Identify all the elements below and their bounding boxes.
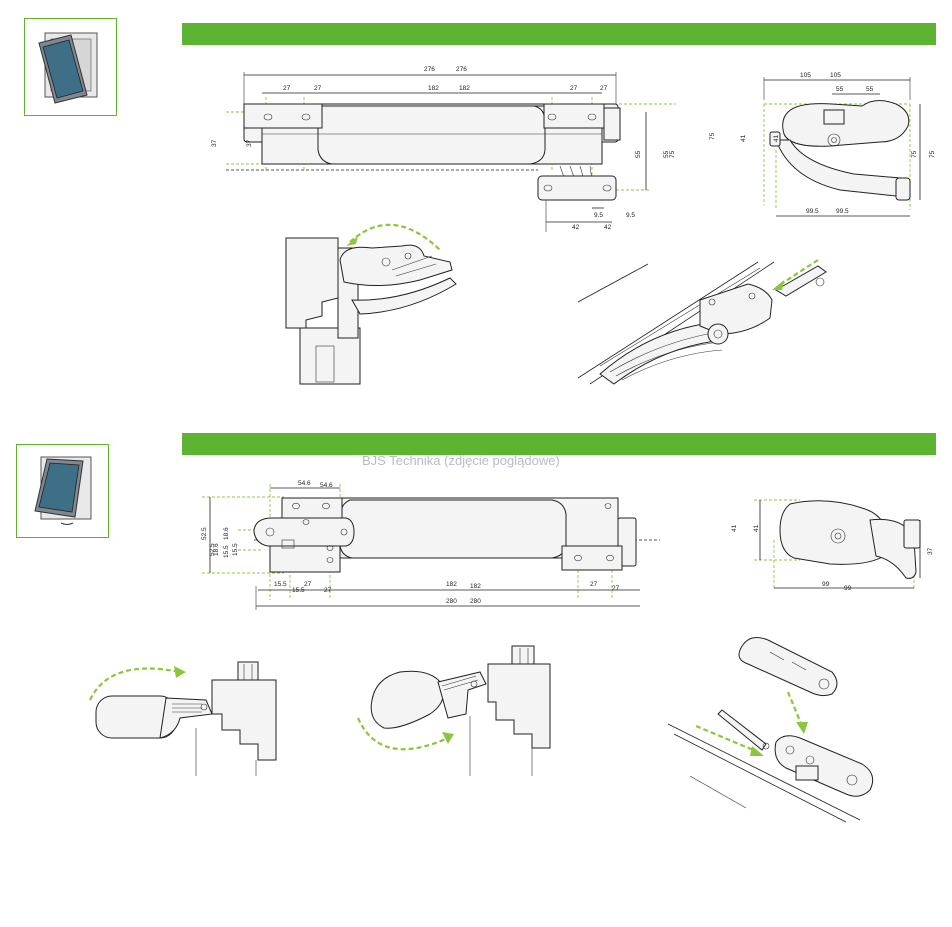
dim-b-l-b: 27 — [324, 587, 332, 594]
dim-b-s2-b: 15.5 — [223, 545, 230, 558]
section-header-bar-top — [182, 23, 936, 45]
dim-top-left-a: 27 — [283, 85, 291, 92]
dim-top-mid-a: 182 — [428, 85, 439, 92]
top-front-view: 276 276 27 27 182 182 27 27 — [211, 66, 716, 232]
dim-b-l-a: 27 — [304, 581, 312, 588]
dim-top-left-b: 27 — [314, 85, 322, 92]
dim-top-h-a: 37 — [211, 139, 218, 147]
dim-side-top-b: 105 — [830, 72, 841, 79]
dim-side-v-a: 75 — [911, 150, 918, 158]
dim-top-mid-b: 182 — [459, 85, 470, 92]
window-thumbnail-bottom — [16, 444, 109, 538]
dim-side-in-a: 55 — [836, 86, 844, 93]
dim-bs-h-a: 41 — [731, 524, 738, 532]
dim-b-overall-b: 280 — [470, 598, 481, 605]
dim-top-w-a: 42 — [572, 224, 580, 231]
dim-bs-v: 37 — [927, 547, 934, 555]
dim-b-overall-a: 280 — [446, 598, 457, 605]
section-header-bar-bottom — [182, 433, 936, 455]
top-rotation-illustration — [285, 223, 457, 385]
dim-b-s2-a: 15.5 — [232, 543, 239, 556]
bottom-front-view: 54.6 54.6 52.5 18.6 18.6 15.5 — [201, 480, 660, 610]
dim-top-right-b: 27 — [600, 85, 608, 92]
tilt-window-open-icon — [38, 32, 98, 104]
dim-top-overall-b: 276 — [456, 66, 467, 73]
dim-top-off-b: 9.5 — [626, 212, 635, 219]
dim-b-mid-a: 182 — [446, 581, 457, 588]
dim-side-w-a: 99.5 — [806, 208, 819, 215]
dim-top-right-a: 27 — [570, 85, 578, 92]
dim-top-overall-a: 276 — [424, 66, 435, 73]
dim-side-top-a: 105 — [800, 72, 811, 79]
dim-top-v-a: 55 — [635, 150, 642, 158]
bottom-perspective-illustration — [667, 637, 874, 823]
dim-b-r-b: 27 — [612, 585, 620, 592]
bottom-side-view: 41 41 37 99 99 — [731, 499, 934, 592]
dim-b-s1-a: 18.6 — [223, 527, 230, 540]
dim-b-s1-b: 18.6 — [213, 543, 220, 556]
dim-side-h-b: 41 — [773, 134, 780, 142]
dim-b-bot-s2-a: 15.5 — [274, 581, 287, 588]
dim-side-v-b: 75 — [929, 150, 936, 158]
dim-b-h-b: 52.5 — [209, 543, 216, 556]
dim-bs-w-b: 99 — [844, 585, 852, 592]
dim-b-top-a: 54.6 — [298, 480, 311, 487]
dim-top-v2-b: 75 — [709, 132, 716, 140]
dim-top-w-b: 42 — [604, 224, 612, 231]
top-perspective-illustration — [577, 259, 827, 385]
bottom-open-illustration-left — [89, 661, 277, 776]
dim-b-top-b: 54.6 — [320, 482, 333, 489]
dim-bs-h-b: 41 — [753, 524, 760, 532]
dim-side-w-b: 99.5 — [836, 208, 849, 215]
dim-side-in-b: 55 — [866, 86, 874, 93]
dim-top-off-a: 9.5 — [594, 212, 603, 219]
top-hung-window-open-icon — [34, 456, 92, 525]
dim-b-bot-s2-b: 15.5 — [292, 587, 305, 594]
dim-bs-w-a: 99 — [822, 581, 830, 588]
dim-side-h-a: 41 — [740, 134, 747, 142]
bottom-open-illustration-middle — [356, 645, 551, 776]
dim-b-r-a: 27 — [590, 581, 598, 588]
dim-top-v-b: 55 — [663, 150, 670, 158]
window-thumbnail-top — [24, 18, 117, 116]
top-side-view: 105 105 55 55 41 41 75 75 99.5 99.5 — [740, 72, 936, 217]
dim-top-v2-a: 75 — [669, 150, 676, 158]
watermark-caption: BJS Technika (zdjęcie poglądowe) — [362, 453, 560, 468]
dim-b-mid-b: 182 — [470, 583, 481, 590]
dim-b-h-a: 52.5 — [201, 527, 208, 540]
dim-top-h-b: 37 — [246, 139, 253, 147]
